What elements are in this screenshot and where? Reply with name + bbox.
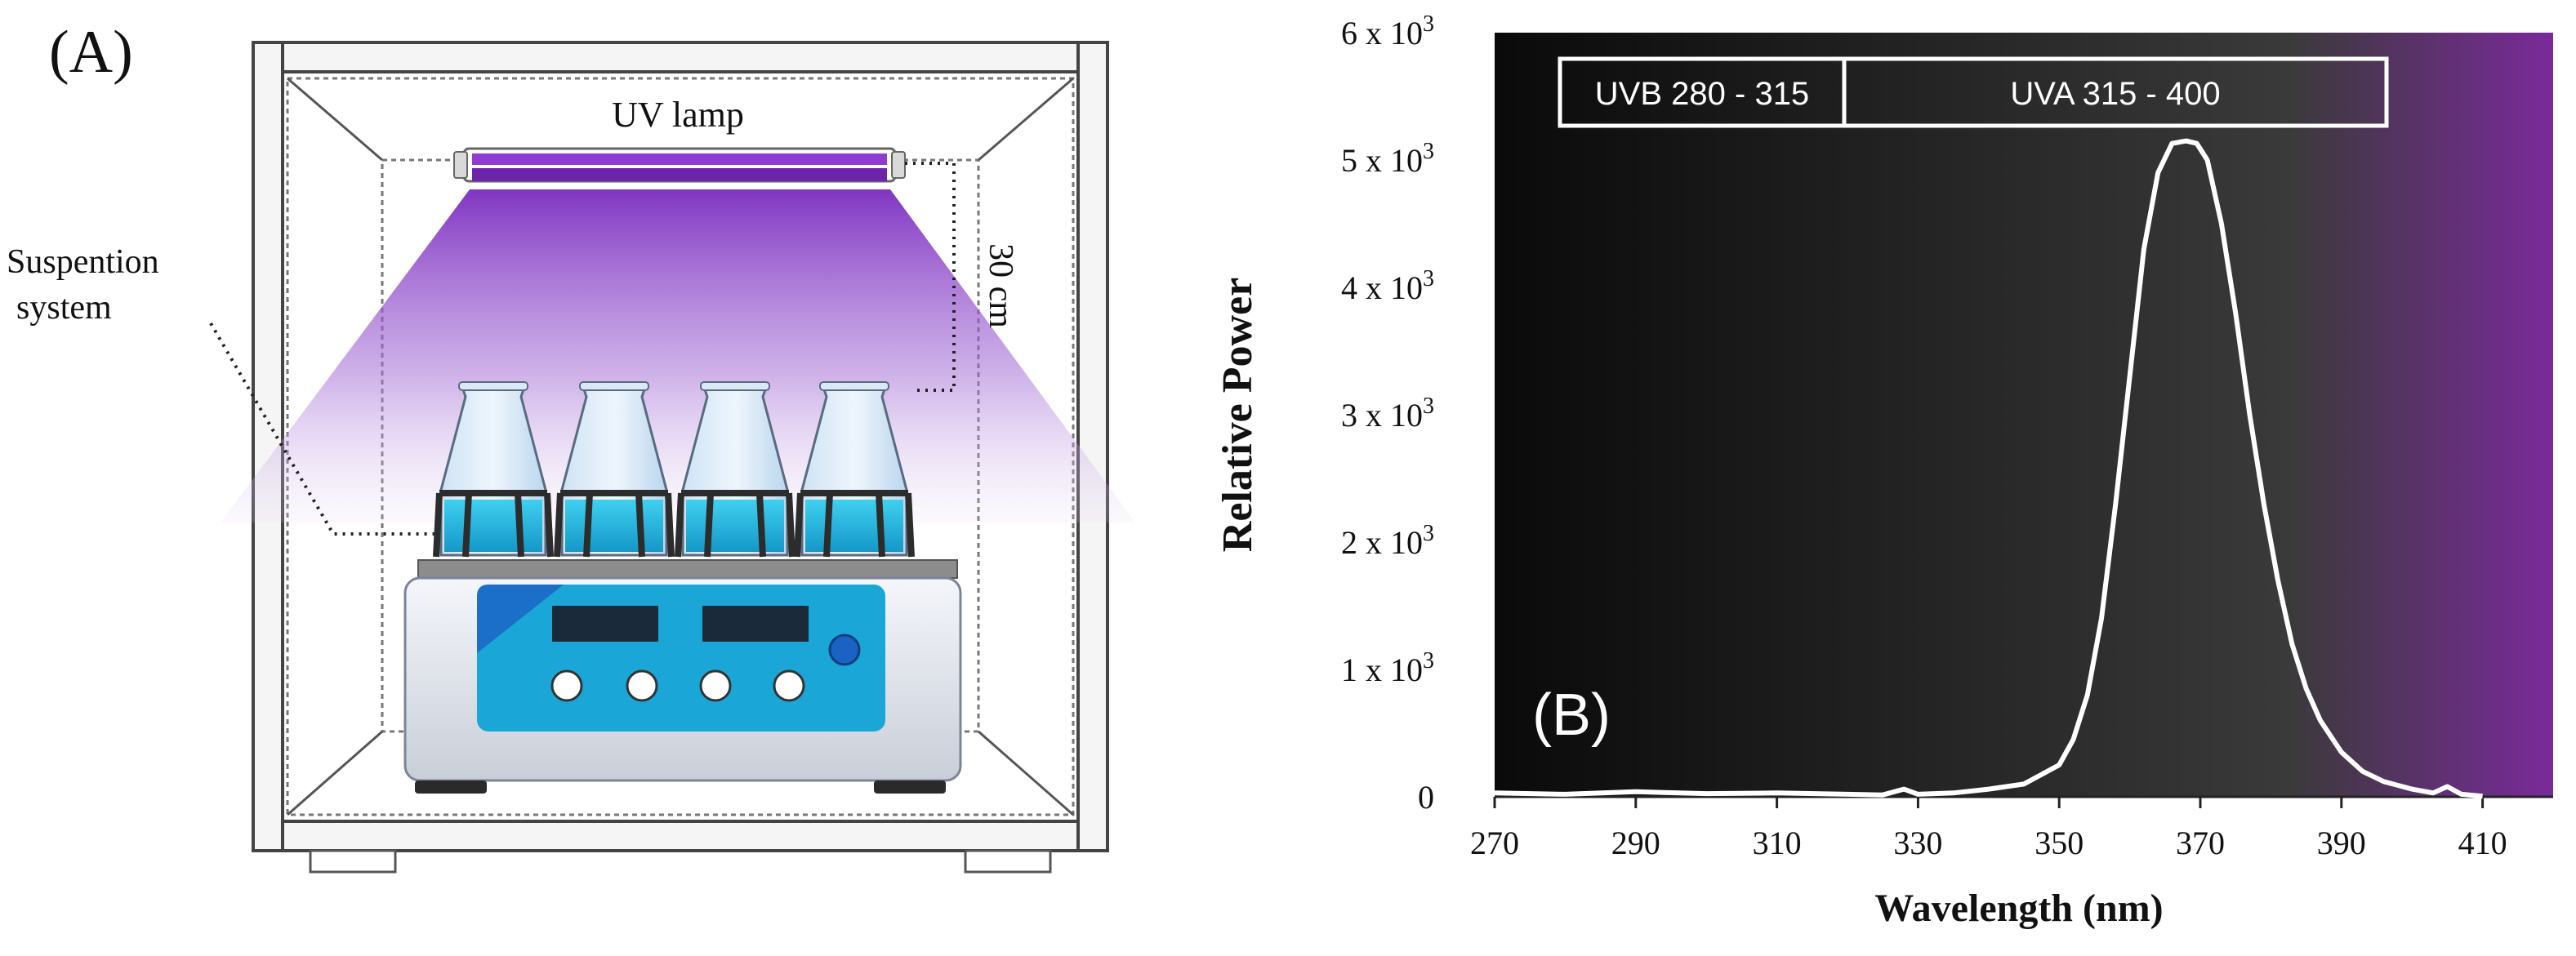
y-tick-label: 3 x 103 [1341, 394, 1434, 434]
flask [433, 381, 554, 558]
suspension-label-line2: system [16, 289, 112, 327]
y-tick-label: 5 x 103 [1341, 139, 1434, 179]
y-axis: 0 1 x 103 2 x 103 3 x 103 4 x 103 5 x 103 6 x … [1341, 11, 1434, 816]
wavelength-band-box [1558, 56, 2389, 128]
flask-group [433, 381, 915, 558]
spectrum-line [1494, 138, 2483, 799]
x-axis-label: Wavelength (nm) [1874, 887, 2163, 930]
distance-marker [905, 162, 956, 392]
uv-light-beam [221, 189, 1135, 522]
panel-a-illustration: (A) UV lamp 30 cm Suspention system [7, 19, 1135, 874]
x-axis: 270 290 310 330 350 370 390 410 [1470, 795, 2553, 861]
flask [675, 381, 796, 558]
x-tick-label: 390 [2317, 825, 2366, 861]
y-tick-label: 4 x 103 [1341, 266, 1434, 306]
x-tick-label: 290 [1611, 825, 1660, 861]
x-tick-label: 410 [2458, 825, 2507, 861]
shaker-base [403, 559, 962, 794]
panel-a-label: (A) [49, 19, 133, 86]
plot-background [1495, 33, 2553, 797]
uva-band-label: UVA 315 - 400 [2010, 76, 2220, 112]
y-tick-label: 2 x 103 [1341, 521, 1434, 561]
x-tick-label: 370 [2176, 825, 2225, 861]
panel-b-chart: 0 1 x 103 2 x 103 3 x 103 4 x 103 5 x 103 6 x … [1214, 11, 2553, 930]
uv-lamp [453, 147, 906, 183]
flask [554, 381, 675, 558]
suspension-label-line1: Suspention [7, 243, 159, 281]
x-tick-label: 330 [1893, 825, 1942, 861]
y-tick-label: 6 x 103 [1341, 11, 1434, 51]
distance-label: 30 cm [982, 243, 1019, 328]
uv-lamp-label: UV lamp [612, 95, 744, 135]
y-tick-label: 1 x 103 [1341, 648, 1434, 688]
panel-b-label: (B) [1532, 683, 1611, 748]
y-tick-label: 0 [1418, 779, 1434, 816]
y-axis-label: Relative Power [1214, 278, 1261, 552]
flask [794, 381, 915, 558]
uvb-band-label: UVB 280 - 315 [1595, 76, 1809, 112]
x-tick-label: 310 [1753, 825, 1802, 861]
x-tick-label: 270 [1470, 825, 1519, 861]
x-tick-label: 350 [2035, 825, 2084, 861]
